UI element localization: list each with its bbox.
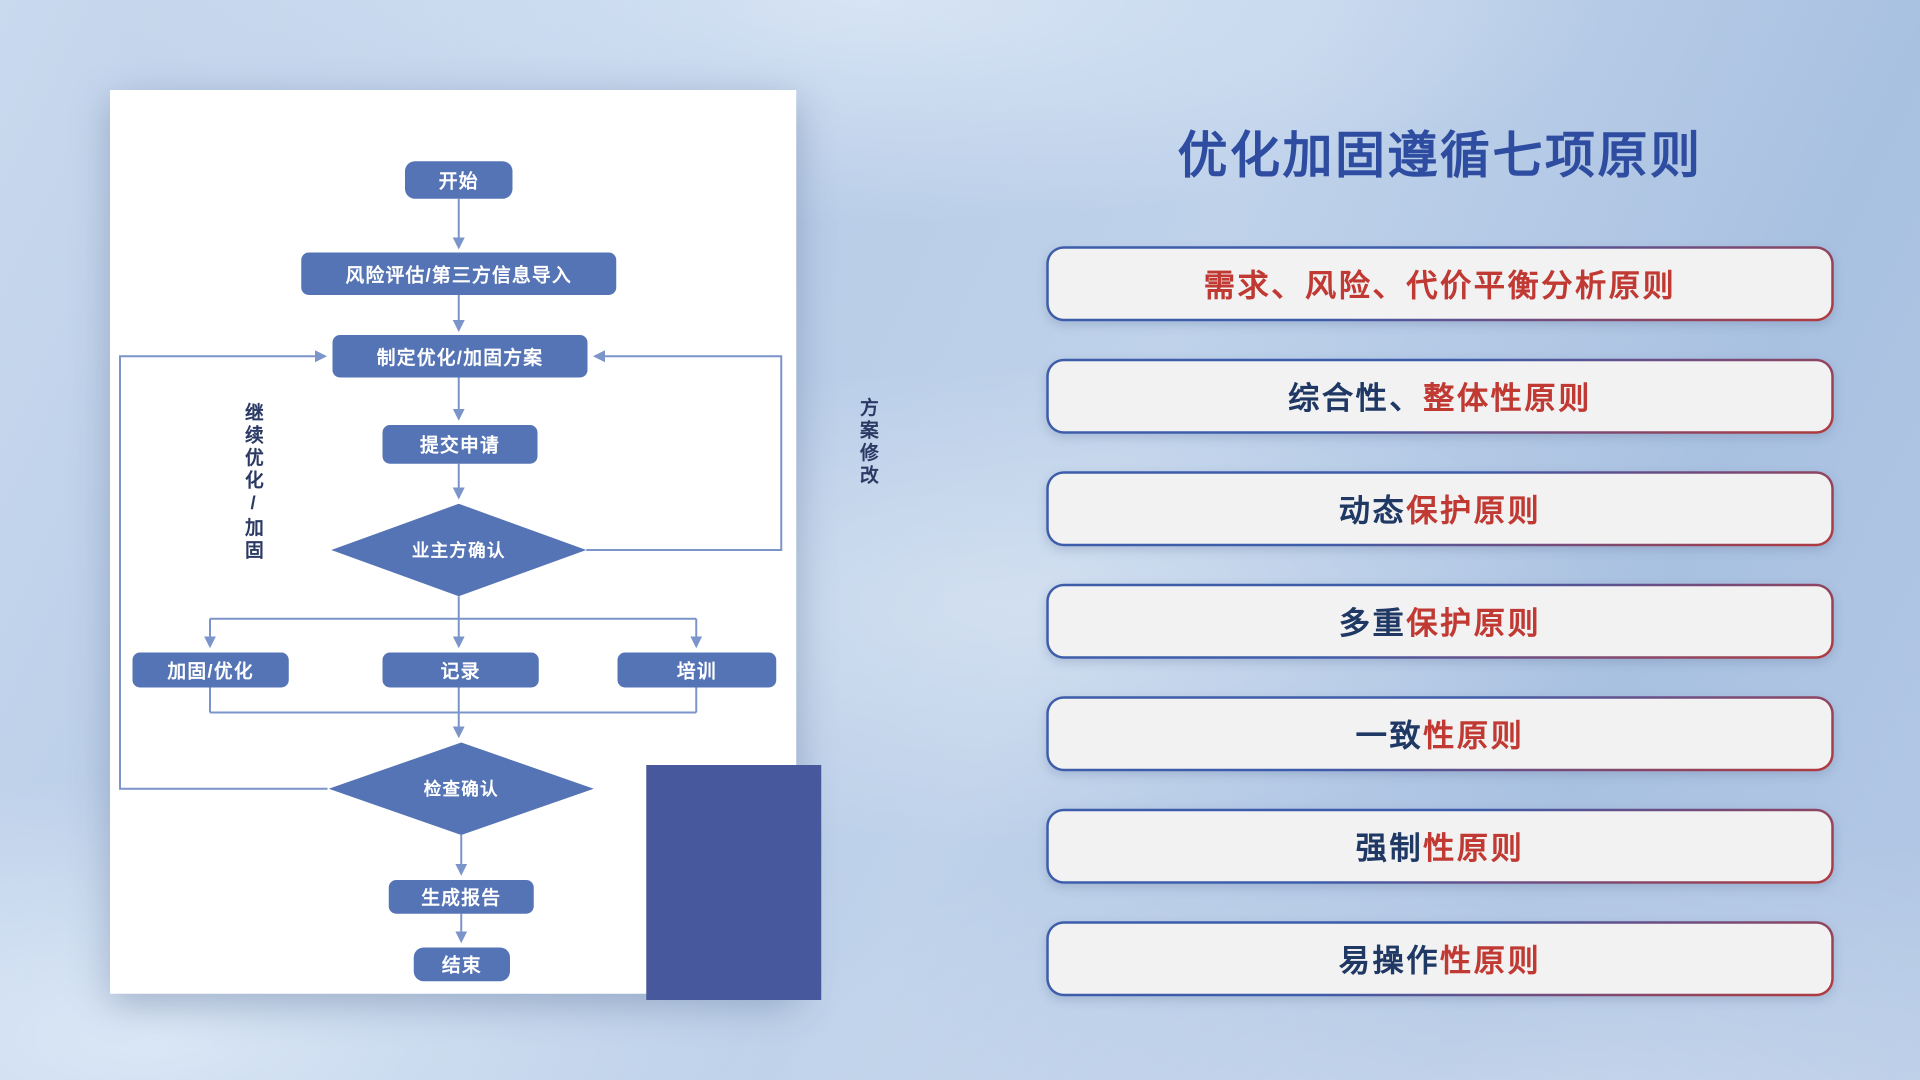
principle-item: 多重保护原则 — [1046, 583, 1834, 659]
principle-text-blue: 动态 — [1338, 493, 1407, 529]
principle-item: 强制性原则 — [1046, 808, 1834, 884]
principle-label: 综合性、整体性原则 — [1048, 361, 1832, 432]
principle-text-blue: 一致 — [1355, 718, 1424, 754]
principle-text-blue: 多重 — [1338, 606, 1407, 642]
principle-item: 易操作性原则 — [1046, 921, 1834, 997]
principle-text-red: 性原则 — [1440, 943, 1542, 979]
principle-text-blue: 易操作 — [1338, 943, 1440, 979]
principle-text-red: 保护原则 — [1406, 493, 1542, 529]
principle-text-blue: 强制 — [1355, 831, 1424, 867]
principle-text-red: 整体性原则 — [1423, 381, 1592, 417]
flow-node-make-plan: 制定优化/加固方案 — [332, 335, 588, 378]
principle-label: 一致性原则 — [1048, 698, 1832, 769]
flow-node-generate-report: 生成报告 — [388, 880, 534, 914]
principle-label: 强制性原则 — [1048, 811, 1832, 882]
principle-text-red: 保护原则 — [1406, 606, 1542, 642]
principle-text-red: 需求、风险、代价平衡分析原则 — [1203, 268, 1677, 304]
flowchart-connectors — [119, 198, 783, 944]
principle-text-blue: 综合性、 — [1288, 381, 1424, 417]
principle-label: 动态保护原则 — [1048, 473, 1832, 544]
flow-node-record: 记录 — [382, 652, 539, 688]
principle-label: 需求、风险、代价平衡分析原则 — [1048, 248, 1832, 319]
flow-node-training: 培训 — [617, 652, 777, 688]
flow-node-risk-assessment: 风险评估/第三方信息导入 — [301, 252, 617, 295]
flow-node-start: 开始 — [405, 161, 513, 199]
flow-node-submit-application: 提交申请 — [382, 425, 538, 464]
principles-list: 需求、风险、代价平衡分析原则 综合性、整体性原则 动态保护原则 多重保护原则 一… — [1046, 246, 1834, 1034]
loop-label-continue-optimize: 继续优化/加固 — [242, 402, 264, 563]
principle-item: 综合性、整体性原则 — [1046, 358, 1834, 434]
principle-item: 动态保护原则 — [1046, 471, 1834, 547]
loop-label-plan-revision: 方案修改 — [857, 397, 879, 488]
principle-text-red: 性原则 — [1423, 831, 1525, 867]
principle-label: 多重保护原则 — [1048, 586, 1832, 657]
flow-node-end: 结束 — [413, 947, 510, 982]
page-title: 优化加固遵循七项原则 — [1177, 128, 1703, 184]
deco-rectangle — [646, 765, 822, 1000]
principle-item: 一致性原则 — [1046, 696, 1834, 772]
flowchart-card: 开始 风险评估/第三方信息导入 制定优化/加固方案 提交申请 业主方确认 加固/… — [110, 90, 879, 994]
principle-text-red: 性原则 — [1423, 718, 1525, 754]
flow-node-reinforce-optimize: 加固/优化 — [132, 652, 289, 688]
principle-label: 易操作性原则 — [1048, 923, 1832, 994]
principle-item: 需求、风险、代价平衡分析原则 — [1046, 246, 1834, 322]
